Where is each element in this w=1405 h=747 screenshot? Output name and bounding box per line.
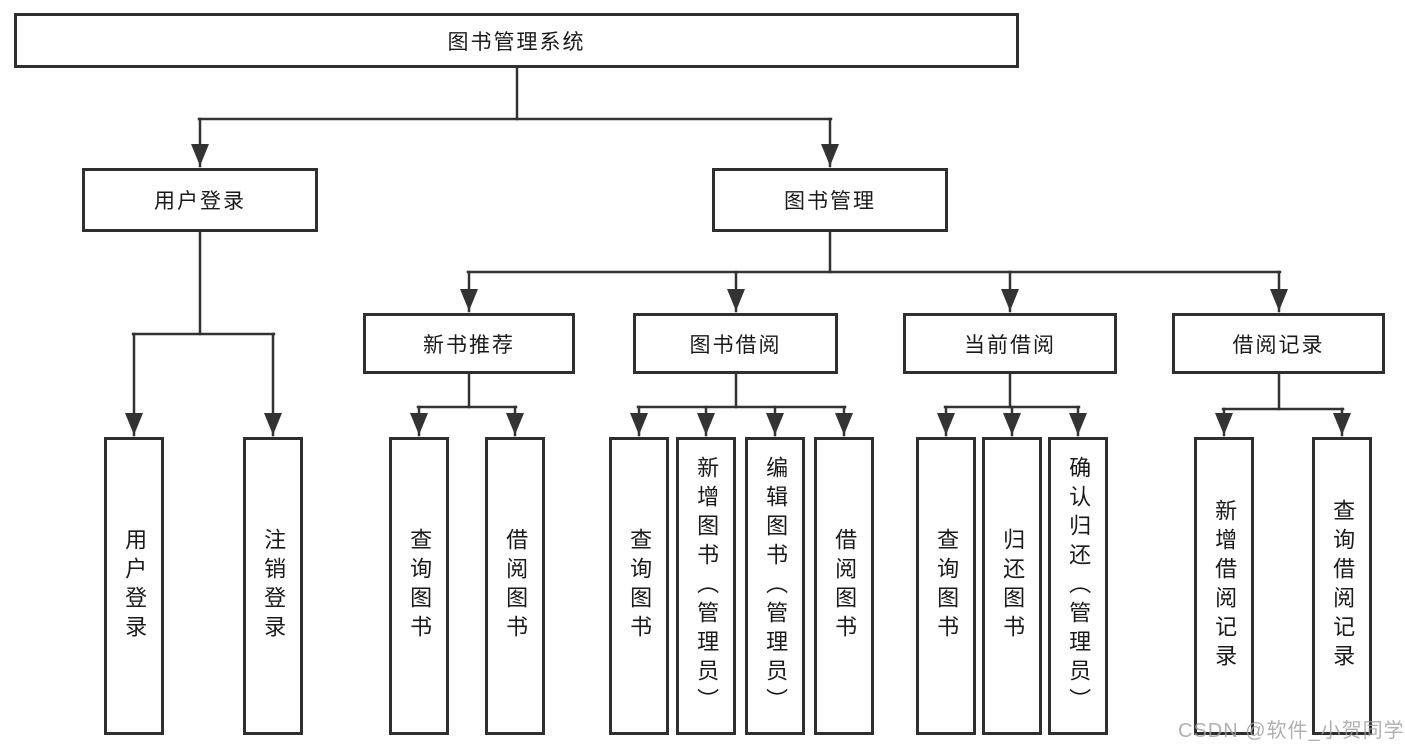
leaf-borrow-books-recommend: 借阅图书 [485, 437, 545, 735]
leaf-query-borrow-record: 查询借阅记录 [1312, 437, 1372, 735]
leaf-user-login: 用户登录 [104, 437, 164, 735]
node-current-borrowing: 当前借阅 [903, 313, 1117, 374]
leaf-query-books-recommend: 查询图书 [389, 437, 449, 735]
watermark: CSDN @软件_小贺同学 [1178, 720, 1405, 742]
node-borrowing-records: 借阅记录 [1172, 313, 1385, 374]
leaf-return-book: 归还图书 [982, 437, 1042, 735]
leaf-query-books-borrowing: 查询图书 [609, 437, 669, 735]
leaf-add-book-admin: 新增图书（管理员） [676, 437, 736, 735]
leaf-query-books-current: 查询图书 [916, 437, 976, 735]
node-book-management: 图书管理 [712, 168, 948, 232]
leaf-add-borrow-record: 新增借阅记录 [1194, 437, 1254, 735]
leaf-confirm-return-admin: 确认归还（管理员） [1048, 437, 1108, 735]
node-root: 图书管理系统 [14, 13, 1019, 68]
node-new-book-recommend: 新书推荐 [363, 313, 575, 374]
leaf-logout: 注销登录 [243, 437, 303, 735]
leaf-borrow-books-borrowing: 借阅图书 [814, 437, 874, 735]
node-book-borrowing: 图书借阅 [633, 313, 838, 374]
node-user-login-group: 用户登录 [82, 168, 318, 232]
leaf-edit-book-admin: 编辑图书（管理员） [745, 437, 805, 735]
